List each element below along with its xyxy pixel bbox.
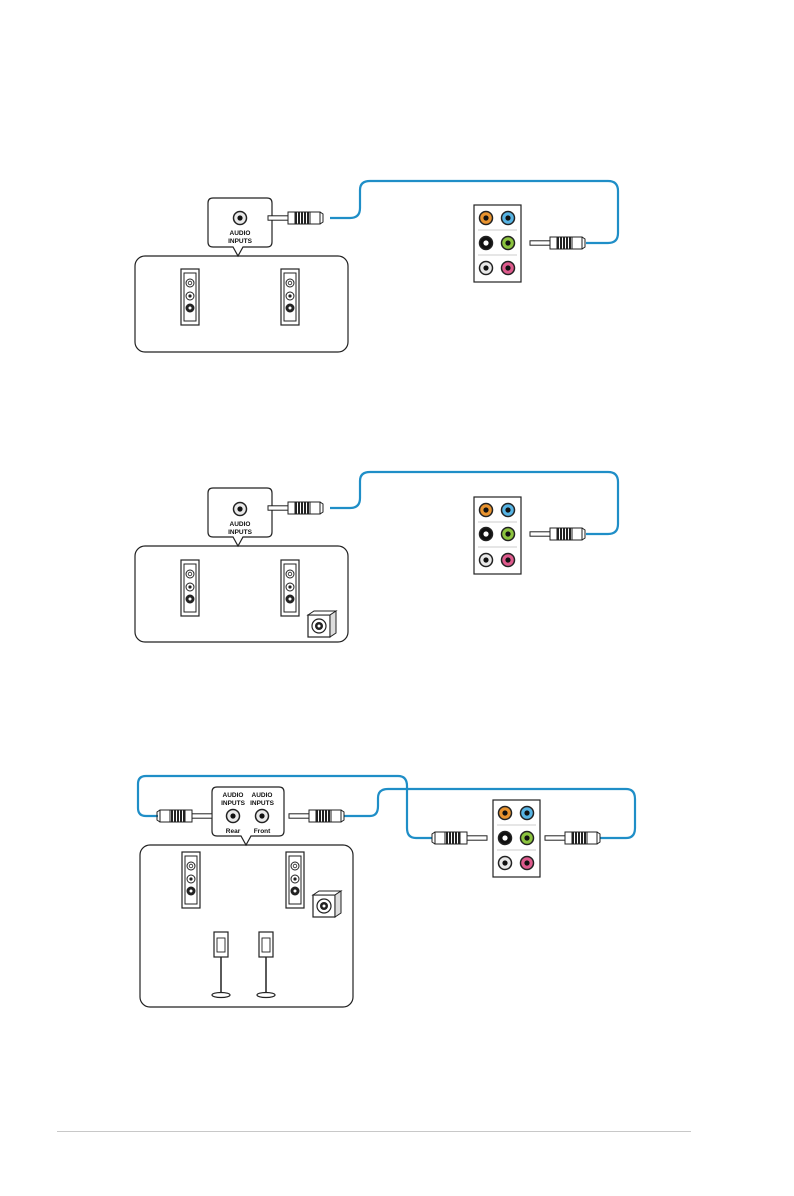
front-audio-cable bbox=[344, 789, 635, 838]
audio-jack-panel-3 bbox=[493, 800, 540, 877]
jack-green-icon bbox=[502, 528, 515, 541]
speaker-box-3 bbox=[140, 845, 353, 1007]
jack-green-icon bbox=[521, 832, 534, 845]
front-input-jack-icon bbox=[256, 810, 269, 823]
audio-inputs-label-line1: AUDIO bbox=[230, 230, 251, 237]
audio-inputs-callout-1: AUDIO INPUTS bbox=[208, 198, 272, 256]
front-left-speaker-icon bbox=[182, 852, 200, 908]
rear-input-jack-icon bbox=[227, 810, 240, 823]
audio-jack-panel-1 bbox=[474, 205, 521, 282]
jack-black-icon bbox=[499, 832, 512, 845]
front-inputs-label-line2: INPUTS bbox=[250, 800, 275, 807]
jack-blue-icon bbox=[502, 504, 515, 517]
front-board-plug-icon bbox=[545, 832, 600, 844]
speaker-box-2 bbox=[135, 546, 348, 642]
front-right-speaker-icon bbox=[286, 852, 304, 908]
jack-black-icon bbox=[480, 528, 493, 541]
subwoofer-icon bbox=[313, 891, 341, 917]
audio-input-jack-icon bbox=[234, 503, 247, 516]
audio-inputs-label-line2: INPUTS bbox=[228, 529, 253, 536]
front-inputs-label-line1: AUDIO bbox=[252, 792, 273, 799]
front-left-speaker-icon bbox=[181, 269, 199, 325]
board-plug-icon bbox=[530, 528, 585, 540]
speaker-plug-icon bbox=[268, 502, 323, 514]
rear-caption: Rear bbox=[226, 828, 241, 835]
speaker-box-1 bbox=[135, 256, 348, 352]
diagram-3: AUDIO INPUTS AUDIO INPUTS Rear Front bbox=[138, 776, 635, 1007]
front-speaker-plug-icon bbox=[289, 810, 344, 822]
front-right-speaker-icon bbox=[281, 269, 299, 325]
jack-grey-icon bbox=[499, 857, 512, 870]
jack-grey-icon bbox=[480, 554, 493, 567]
footer-rule bbox=[57, 1131, 691, 1132]
jack-pink-icon bbox=[502, 554, 515, 567]
jack-blue-icon bbox=[502, 212, 515, 225]
subwoofer-icon bbox=[308, 611, 336, 637]
speaker-plug-icon bbox=[268, 212, 323, 224]
diagram-2: AUDIO INPUTS bbox=[135, 472, 618, 642]
jack-black-icon bbox=[480, 237, 493, 250]
audio-inputs-callout-3: AUDIO INPUTS AUDIO INPUTS Rear Front bbox=[212, 787, 284, 845]
board-plug-icon bbox=[530, 237, 585, 249]
rear-inputs-label-line1: AUDIO bbox=[223, 792, 244, 799]
rear-speaker-plug-icon bbox=[157, 810, 212, 822]
audio-inputs-label-line2: INPUTS bbox=[228, 238, 253, 245]
jack-green-icon bbox=[502, 237, 515, 250]
jack-pink-icon bbox=[521, 857, 534, 870]
rear-audio-cable bbox=[138, 776, 432, 838]
front-right-speaker-icon bbox=[281, 560, 299, 616]
rear-board-plug-icon bbox=[432, 832, 487, 844]
jack-grey-icon bbox=[480, 262, 493, 275]
front-caption: Front bbox=[254, 828, 271, 835]
diagram-1: AUDIO INPUTS bbox=[135, 181, 618, 352]
audio-jack-panel-2 bbox=[474, 497, 521, 574]
front-left-speaker-icon bbox=[181, 560, 199, 616]
audio-inputs-callout-2: AUDIO INPUTS bbox=[208, 488, 272, 546]
jack-blue-icon bbox=[521, 807, 534, 820]
jack-orange-icon bbox=[499, 807, 512, 820]
jack-orange-icon bbox=[480, 212, 493, 225]
jack-orange-icon bbox=[480, 504, 493, 517]
audio-inputs-label-line1: AUDIO bbox=[230, 521, 251, 528]
rear-inputs-label-line2: INPUTS bbox=[221, 800, 246, 807]
audio-input-jack-icon bbox=[234, 212, 247, 225]
jack-pink-icon bbox=[502, 262, 515, 275]
